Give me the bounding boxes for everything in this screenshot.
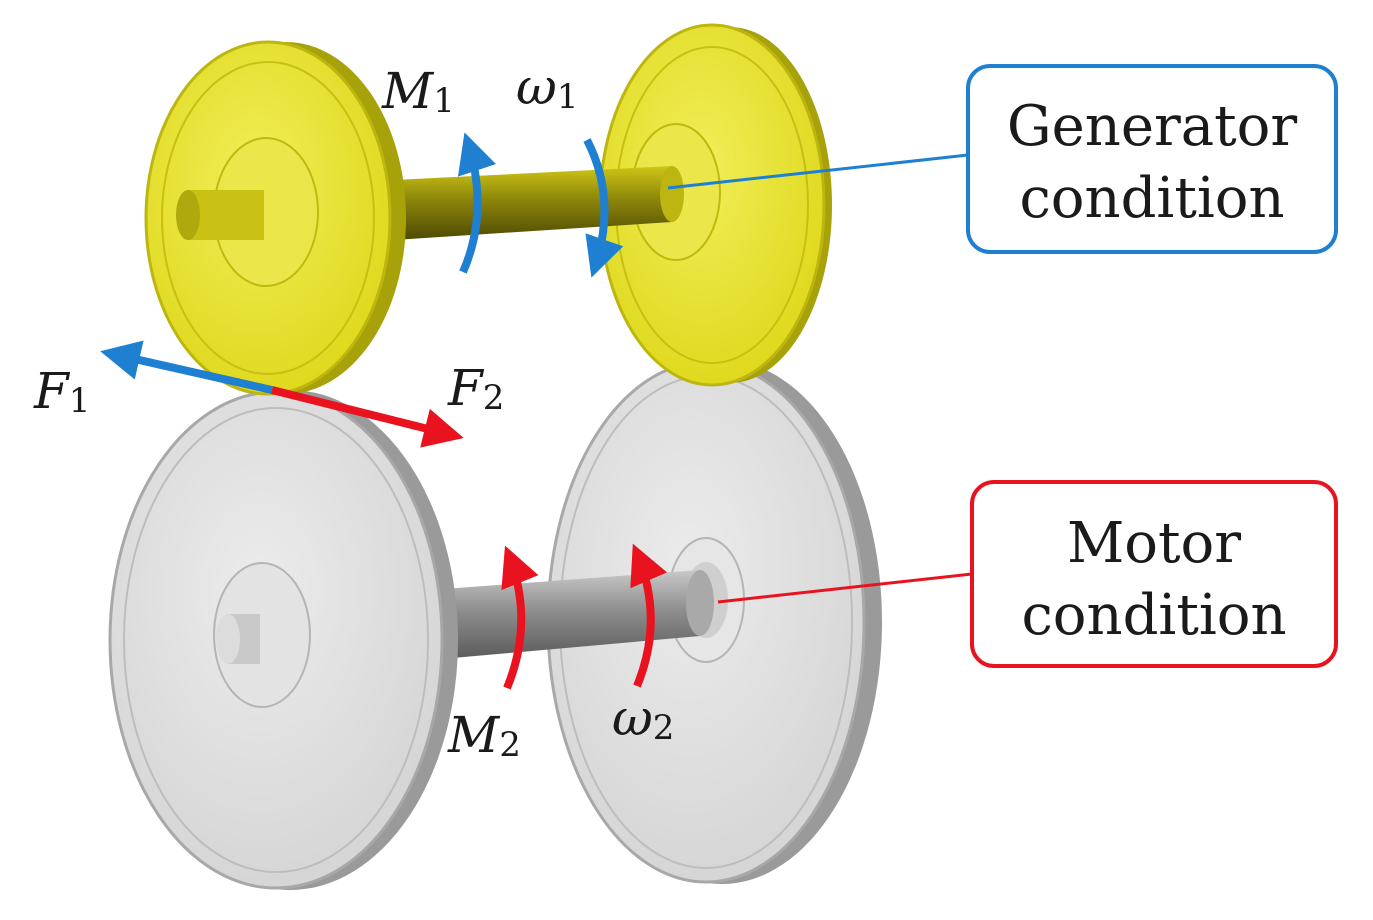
- left-yellow-wheel: [144, 40, 406, 396]
- omega1-label: ω1: [516, 58, 578, 117]
- generator-leader-line: [667, 153, 969, 190]
- generator-box-line2: condition: [1019, 166, 1284, 231]
- right-yellow-wheel: [598, 23, 832, 387]
- f1-label: F1: [33, 362, 90, 421]
- generator-wheelset: [144, 23, 832, 396]
- left-gray-wheel: [108, 390, 458, 890]
- gray-axle: [430, 570, 714, 660]
- generator-box-line1: Generator: [1007, 94, 1297, 159]
- motor-box-line1: Motor: [1067, 511, 1241, 576]
- omega2-arrow: [630, 543, 668, 688]
- f1-arrow: [100, 340, 273, 394]
- m1-label: M1: [381, 62, 455, 121]
- motor-box-line2: condition: [1021, 583, 1286, 648]
- f2-arrow: [271, 386, 464, 448]
- motor-condition-box: Motor condition: [970, 480, 1338, 668]
- omega1-arrow: [583, 138, 624, 278]
- motor-wheelset: [108, 360, 882, 890]
- generator-condition-box: Generator condition: [966, 64, 1338, 254]
- m2-label: M2: [447, 706, 521, 765]
- motor-leader-line: [717, 572, 973, 604]
- omega2-label: ω2: [612, 689, 674, 748]
- f2-label: F2: [447, 359, 504, 418]
- m1-arrow: [457, 132, 496, 274]
- m2-arrow: [501, 545, 539, 690]
